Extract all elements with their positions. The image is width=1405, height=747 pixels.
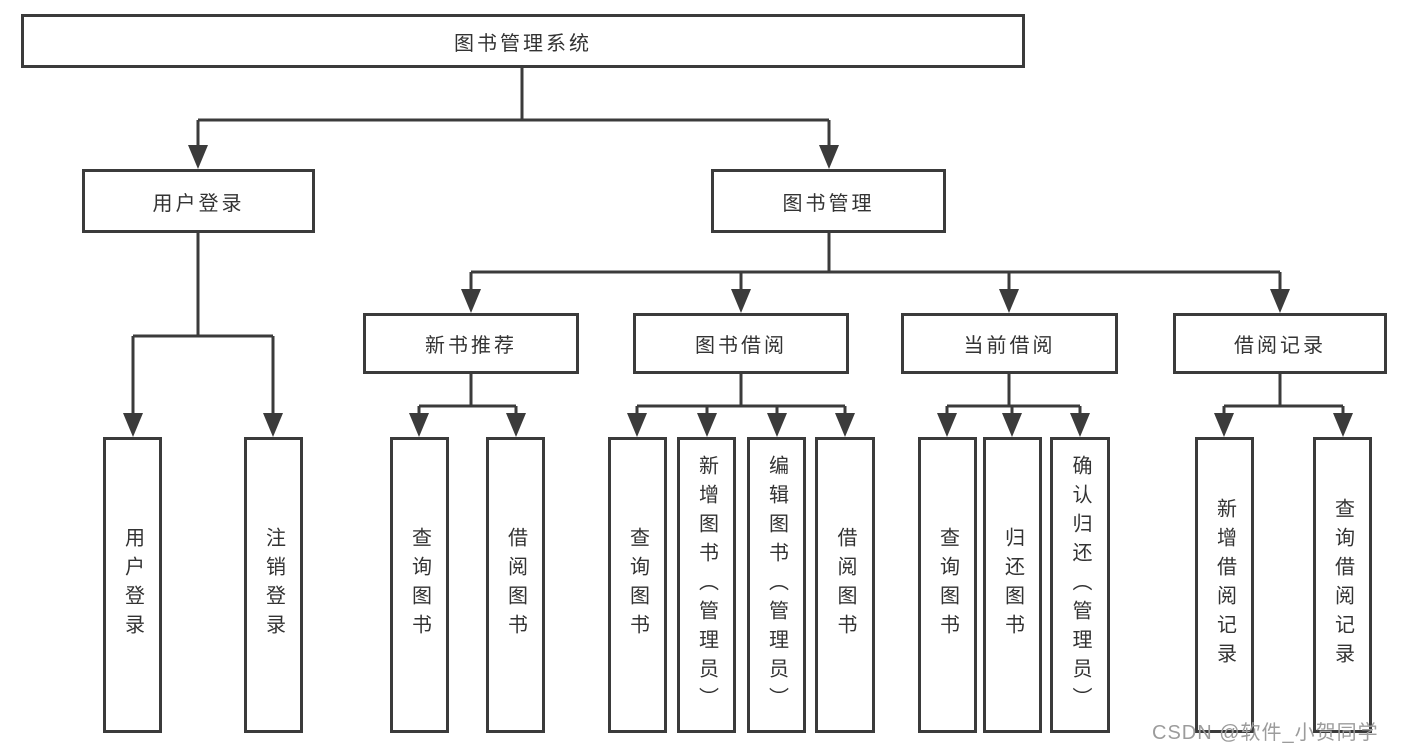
node-leaf-return-books: 归还图书 bbox=[983, 437, 1042, 733]
node-leaf-borrow-books-1: 借阅图书 bbox=[486, 437, 545, 733]
edge-currentborrow-to-leaves bbox=[937, 374, 1090, 437]
node-leaf-add-books-admin: 新增图书（管理员） bbox=[677, 437, 736, 733]
node-leaf-add-borrow-record: 新增借阅记录 bbox=[1195, 437, 1254, 733]
node-book-borrowing: 图书借阅 bbox=[633, 313, 849, 374]
node-label: 用户登录 bbox=[121, 527, 144, 643]
edge-newbooks-to-leaves bbox=[409, 374, 526, 437]
node-leaf-confirm-return-admin: 确认归还（管理员） bbox=[1050, 437, 1110, 733]
node-library-system: 图书管理系统 bbox=[21, 14, 1025, 68]
edge-bookborrow-to-leaves bbox=[627, 374, 855, 437]
node-label: 图书借阅 bbox=[695, 335, 787, 357]
node-label: 图书管理 bbox=[782, 192, 875, 215]
node-label: 新增图书（管理员） bbox=[695, 454, 718, 716]
edge-borrowrecords-to-leaves bbox=[1214, 374, 1353, 437]
node-label: 查询图书 bbox=[626, 527, 649, 643]
node-borrowing-records: 借阅记录 bbox=[1173, 313, 1387, 374]
node-label: 编辑图书（管理员） bbox=[765, 454, 788, 716]
node-label: 借阅记录 bbox=[1234, 335, 1326, 357]
node-label: 注销登录 bbox=[262, 527, 285, 643]
edge-bookmgmt-to-level3 bbox=[461, 233, 1290, 313]
node-leaf-borrow-books-2: 借阅图书 bbox=[815, 437, 875, 733]
node-user-login-branch: 用户登录 bbox=[82, 169, 315, 233]
node-label: 查询图书 bbox=[936, 527, 959, 643]
node-new-book-recommend: 新书推荐 bbox=[363, 313, 579, 374]
edge-root-to-level2 bbox=[188, 68, 839, 169]
node-label: 确认归还（管理员） bbox=[1069, 454, 1091, 716]
node-leaf-query-books-1: 查询图书 bbox=[390, 437, 449, 733]
node-label: 当前借阅 bbox=[963, 335, 1056, 357]
node-label: 用户登录 bbox=[152, 192, 245, 215]
node-label: 图书管理系统 bbox=[454, 32, 592, 55]
node-label: 新书推荐 bbox=[425, 335, 517, 357]
node-label: 查询图书 bbox=[408, 527, 431, 643]
node-leaf-user-login: 用户登录 bbox=[103, 437, 162, 733]
node-leaf-query-books-3: 查询图书 bbox=[918, 437, 977, 733]
edge-userlogin-to-leaves bbox=[123, 233, 283, 437]
node-leaf-query-books-2: 查询图书 bbox=[608, 437, 667, 733]
csdn-watermark: CSDN @软件_小贺同学 bbox=[1152, 722, 1379, 744]
node-label: 借阅图书 bbox=[504, 527, 527, 643]
node-leaf-edit-books-admin: 编辑图书（管理员） bbox=[747, 437, 806, 733]
node-book-management: 图书管理 bbox=[711, 169, 946, 233]
node-leaf-logout: 注销登录 bbox=[244, 437, 303, 733]
node-label: 新增借阅记录 bbox=[1213, 498, 1236, 672]
node-label: 借阅图书 bbox=[834, 527, 856, 643]
node-label: 归还图书 bbox=[1001, 527, 1024, 643]
node-leaf-query-borrow-record: 查询借阅记录 bbox=[1313, 437, 1372, 733]
node-current-borrowing: 当前借阅 bbox=[901, 313, 1118, 374]
node-label: 查询借阅记录 bbox=[1331, 498, 1354, 672]
